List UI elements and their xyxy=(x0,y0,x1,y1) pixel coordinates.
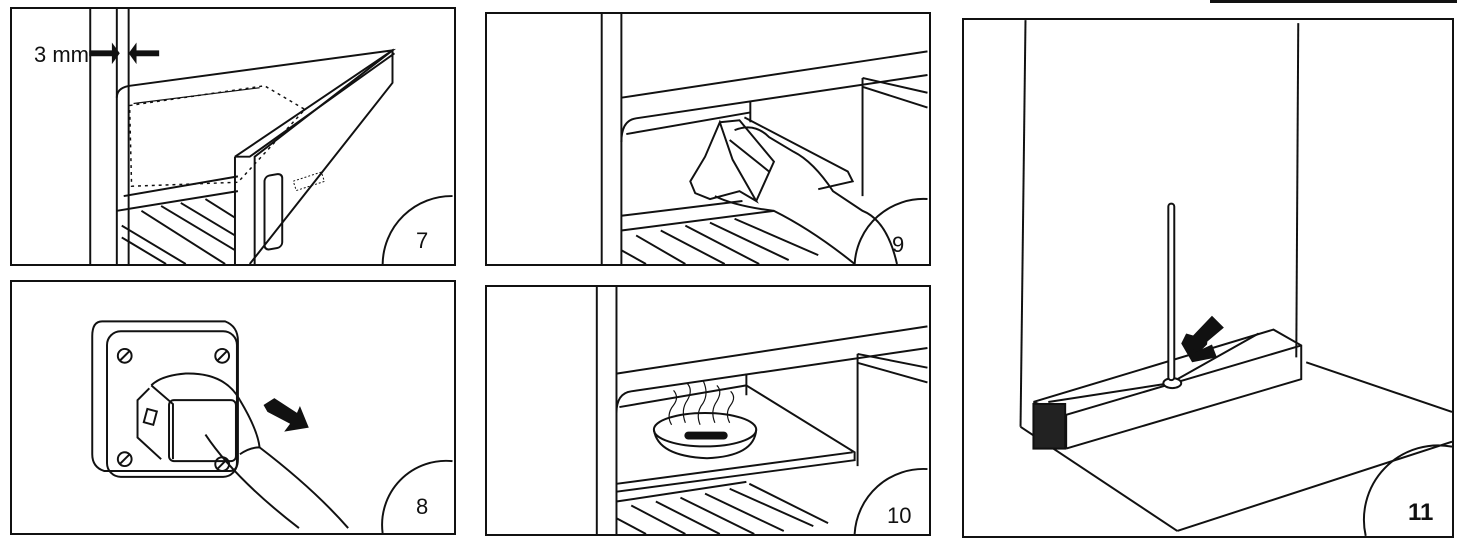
cleaning-interior-illustration xyxy=(600,14,928,264)
figure-number-9: 9 xyxy=(892,232,905,257)
figure-10-panel: 10 xyxy=(485,285,931,536)
pointer-arrow xyxy=(1186,315,1224,358)
figure-11-panel: 11 xyxy=(962,18,1454,538)
figure-8-panel: 8 xyxy=(10,280,456,535)
gap-dimension-label: 3 mm xyxy=(34,42,89,67)
page-top-rule xyxy=(1210,0,1457,3)
pull-direction-arrow xyxy=(263,398,309,432)
figure-number-11: 11 xyxy=(1408,499,1434,526)
drain-hole-cleaning-illustration xyxy=(1019,20,1452,536)
unplug-illustration xyxy=(91,320,453,533)
figure-7-panel: 3 mm 7 xyxy=(10,7,456,266)
figure-number-8: 8 xyxy=(416,494,429,519)
figure-number-10: 10 xyxy=(887,503,912,528)
figure-9-panel: 9 xyxy=(485,12,931,266)
gap-arrows xyxy=(89,42,160,65)
odour-dish-illustration xyxy=(595,287,928,534)
figure-number-7: 7 xyxy=(416,228,429,253)
drawer-gap-illustration xyxy=(89,9,453,264)
